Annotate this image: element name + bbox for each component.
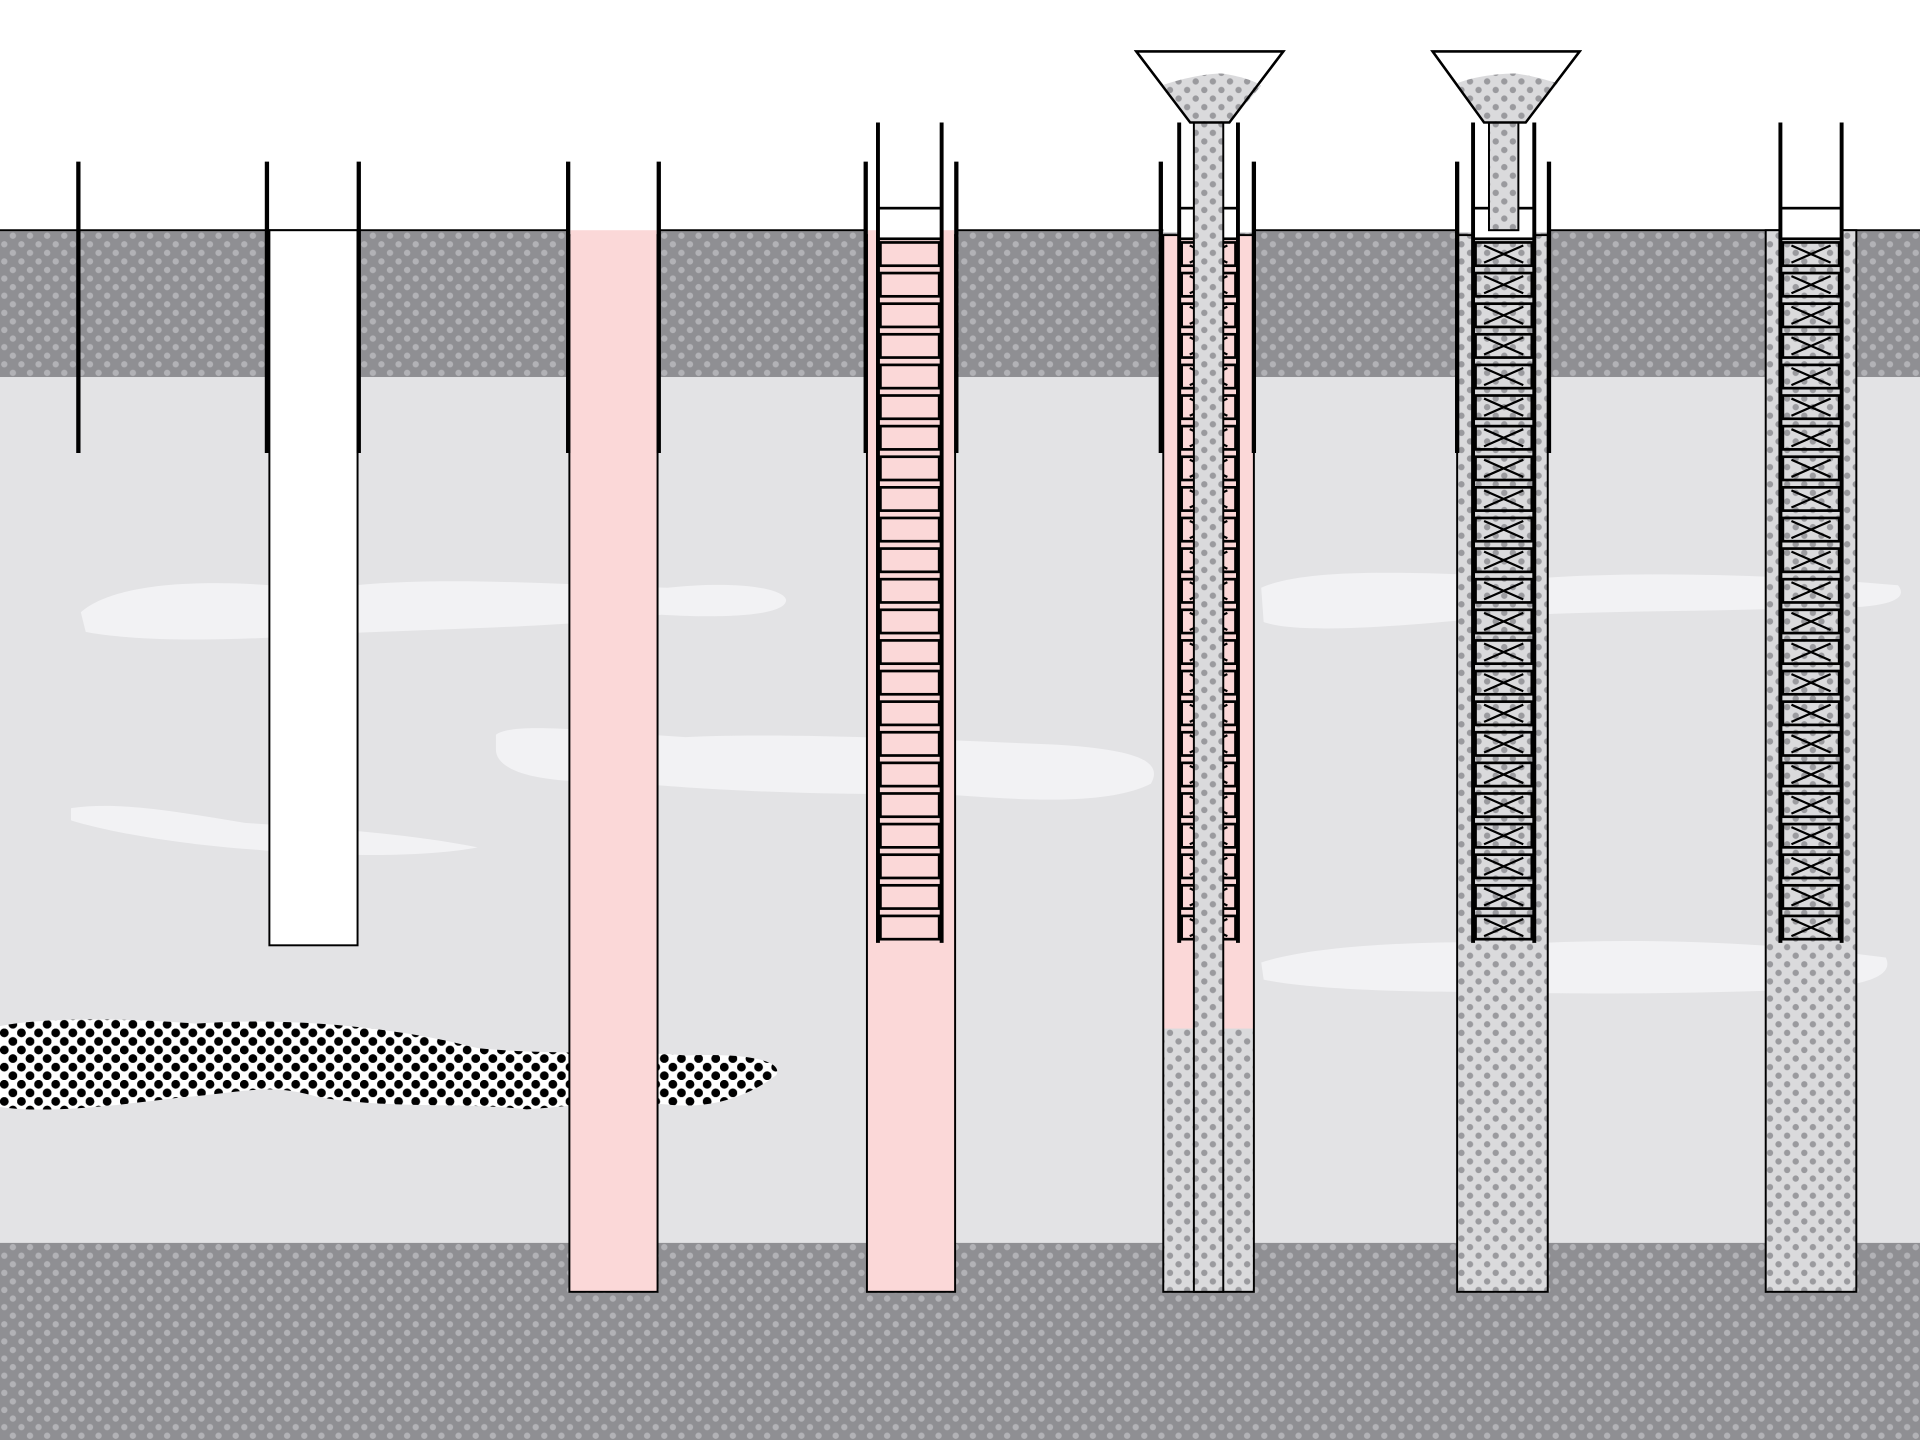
cage-rung: [879, 302, 941, 329]
cage-tie: [1483, 856, 1524, 876]
cage-tie: [1790, 520, 1832, 540]
cage-tie: [1790, 703, 1832, 723]
hopper-concrete: [1457, 73, 1558, 123]
reinforcement-cage: [876, 122, 944, 943]
cage-tie: [1790, 887, 1832, 907]
cage-top-cell: [1779, 206, 1843, 241]
cage-rung: [879, 761, 941, 788]
cage-rung: [879, 730, 941, 757]
soil-lens: [1261, 941, 1888, 994]
stage-4-cage-installation: [863, 122, 959, 1293]
cage-tie: [1483, 917, 1524, 938]
open-bore: [268, 229, 359, 947]
cage-rung: [879, 516, 941, 543]
cage-tie: [1790, 550, 1832, 570]
cage-tie: [1790, 611, 1832, 632]
cage-tie: [1483, 642, 1524, 662]
cage-tie: [1483, 734, 1524, 754]
hopper-concrete: [1160, 73, 1262, 123]
cage-rung: [879, 547, 941, 574]
cage-tie: [1483, 275, 1524, 295]
cage-tie: [1483, 305, 1524, 325]
reinforcement-cage: [1471, 122, 1537, 943]
cage-tie: [1483, 489, 1524, 509]
bearing-layer: [0, 1242, 1920, 1440]
cage-tie: [1790, 917, 1832, 938]
cage-rung: [879, 577, 941, 604]
cage-top-cell: [876, 206, 943, 241]
stage-5-tremie-start: [1133, 50, 1286, 1293]
cage-tie: [1790, 428, 1832, 448]
cage-tie: [1790, 489, 1832, 509]
cage-tie: [1790, 856, 1832, 876]
tremie-pipe: [1192, 121, 1225, 1293]
tremie-pipe: [1488, 121, 1520, 232]
cage-tie: [1483, 581, 1524, 601]
cage-rung: [879, 792, 941, 819]
open-bore-top: [569, 161, 658, 236]
cage-rung: [879, 608, 941, 635]
stage-2-excavation: [264, 161, 361, 947]
cage-tie: [1790, 275, 1832, 295]
cage-tie: [1483, 611, 1524, 632]
cage-tie: [1790, 642, 1832, 662]
cage-tie: [1483, 673, 1524, 693]
slurry-column: [568, 234, 659, 1293]
cage-rung: [879, 424, 941, 451]
cage-tie: [1483, 703, 1524, 723]
cage-tie: [1790, 734, 1832, 754]
cage-rung: [879, 332, 941, 359]
cage-tie: [1483, 795, 1524, 815]
cage-tie: [1483, 336, 1524, 356]
reinforcement-cage: [1778, 122, 1844, 943]
stage-6-tremie-end: [1430, 50, 1583, 1293]
cage-tie: [1483, 458, 1524, 478]
cage-tie: [1483, 366, 1524, 387]
cage-rung: [879, 271, 941, 298]
cage-tie: [1790, 336, 1832, 356]
cage-rung: [879, 914, 941, 941]
soil-lens: [1261, 572, 1901, 629]
cage-tie: [1790, 244, 1832, 264]
cage-tie: [1483, 764, 1524, 785]
cage-rung: [879, 394, 941, 421]
cage-tie: [1790, 826, 1832, 846]
cage-tie: [1790, 366, 1832, 387]
cage-rung: [879, 853, 941, 880]
cage-tie: [1790, 397, 1832, 417]
cage-tie: [1483, 244, 1524, 264]
cage-rung: [879, 486, 941, 512]
cage-tie: [1790, 305, 1832, 325]
cage-rung: [879, 883, 941, 910]
cage-tie: [1483, 397, 1524, 417]
cage-tie: [1790, 458, 1832, 478]
cage-tie: [1483, 826, 1524, 846]
cage-tie: [1790, 764, 1832, 785]
cage-tie: [1790, 795, 1832, 815]
stage-7-completed-pile: [1764, 122, 1858, 1293]
cage-tie: [1483, 520, 1524, 540]
cage-tie: [1483, 550, 1524, 570]
cage-tie: [1790, 581, 1832, 601]
cage-tie: [1790, 673, 1832, 693]
cage-rung: [879, 455, 941, 482]
soil-lens: [495, 728, 1154, 800]
cage-rung: [879, 363, 941, 390]
cage-rung: [879, 669, 941, 696]
cage-rung: [879, 241, 941, 268]
cage-rung: [879, 700, 941, 727]
cage-rung: [879, 639, 941, 666]
cage-tie: [1483, 428, 1524, 448]
cage-rung: [879, 822, 941, 849]
stage-3-slurry: [566, 161, 661, 1293]
cage-tie: [1483, 887, 1524, 907]
